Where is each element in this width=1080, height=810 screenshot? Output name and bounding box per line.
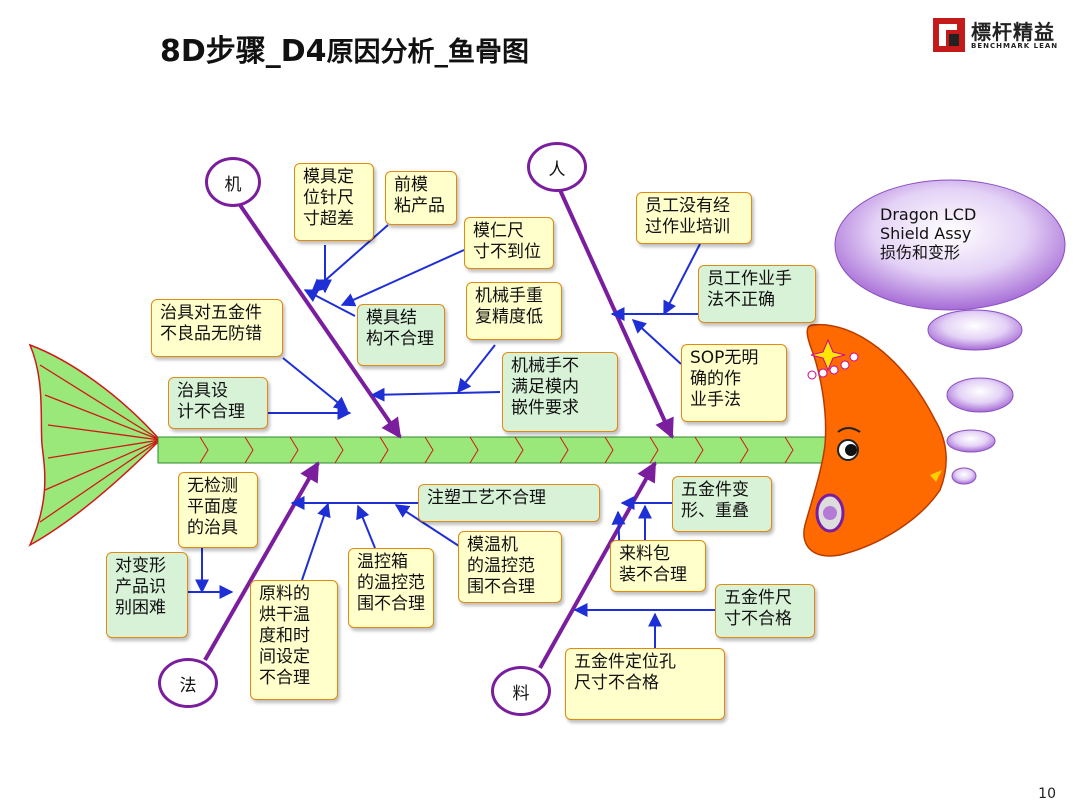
fish-tail: [28, 343, 162, 547]
cause-jig-no-poka-yoke: 治具对五金件 不良品无防错: [151, 299, 283, 357]
cause-robot-repeatability: 机械手重 复精度低: [466, 282, 562, 340]
company-logo: 標杆精益 BENCHMARK LEAN: [933, 16, 1073, 58]
cause-mold-structure: 模具结 构不合理: [357, 304, 445, 366]
cause-sop-unclear: SOP无明 确的作 业手法: [681, 344, 787, 422]
cause-arrows: [188, 224, 715, 648]
title-latin: 8D步骤_D4: [160, 34, 327, 69]
logo-mark-icon: [933, 18, 965, 52]
category-method: 法: [158, 658, 218, 708]
fish-head: [803, 323, 947, 557]
cause-deform-identification: 对变形 产品识 别困难: [106, 552, 188, 638]
category-man: 人: [527, 142, 587, 192]
category-material: 料: [491, 666, 551, 716]
cause-temp-box: 温控箱 的温控范 围不合理: [348, 548, 434, 628]
cause-front-mold: 前模 粘产品: [385, 171, 457, 225]
title-chinese: 原因分析_鱼骨图: [326, 37, 530, 68]
cause-mold-pin: 模具定 位针尺 寸超差: [294, 163, 374, 241]
cause-mold-temp-machine: 模温机 的温控范 围不合理: [458, 531, 562, 603]
page-number: 10: [1038, 786, 1056, 802]
cause-core-size: 模仁尺 寸不到位: [464, 217, 554, 269]
logo-text: 標杆精益: [971, 20, 1055, 44]
cause-drying-settings: 原料的 烘干温 度和时 间设定 不合理: [250, 580, 338, 700]
cause-hardware-hole: 五金件定位孔 尺寸不合格: [565, 648, 725, 720]
cause-robot-insert: 机械手不 满足模内 嵌件要求: [502, 352, 618, 432]
problem-statement: Dragon LCD Shield Assy 损伤和变形: [880, 205, 977, 262]
cause-hardware-deform: 五金件变 形、重叠: [672, 476, 772, 532]
cause-hardware-size: 五金件尺 寸不合格: [715, 584, 815, 638]
category-machine: 机: [205, 157, 261, 207]
fish-spine: [157, 436, 839, 464]
page-title: 8D步骤_D4原因分析_鱼骨图: [160, 26, 529, 70]
cause-no-training: 员工没有经 过作业培训: [636, 192, 752, 244]
bubbles: [834, 179, 1066, 485]
cause-injection-process: 注塑工艺不合理: [418, 484, 600, 522]
cause-jig-design: 治具设 计不合理: [168, 377, 268, 429]
cause-wrong-method: 员工作业手 法不正确: [698, 265, 816, 323]
cause-packing: 来料包 装不合理: [610, 540, 706, 592]
cause-no-flatness-jig: 无检测 平面度 的治具: [178, 472, 258, 548]
logo-subtext: BENCHMARK LEAN: [971, 42, 1059, 50]
